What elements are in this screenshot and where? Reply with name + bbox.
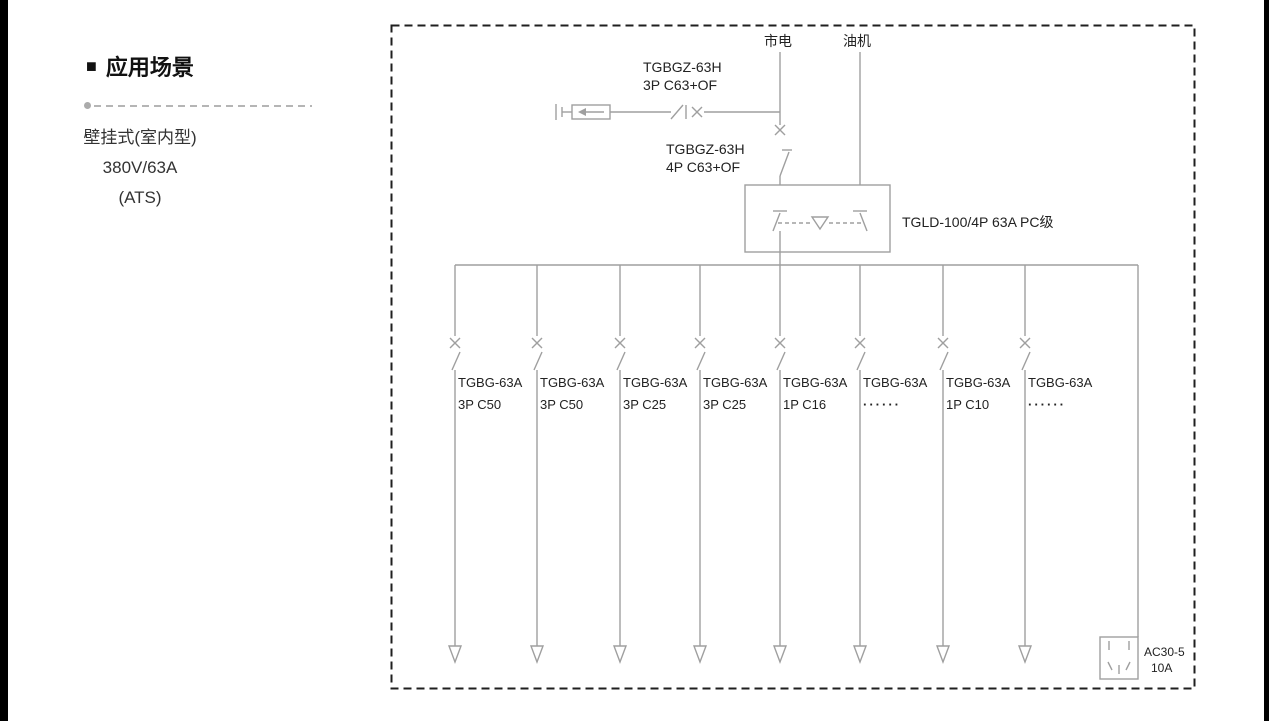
branch-breaker-icon	[694, 337, 706, 371]
feeder-branch-2: TGBG-63A 3P C50	[529, 265, 605, 664]
socket-model: AC30-5	[1144, 645, 1185, 659]
scenario-line-mount: 壁挂式(室内型)	[83, 128, 197, 147]
branch-breaker-icon	[1019, 337, 1031, 371]
spd-breaker-label: TGBGZ-63H 3P C63+OF	[643, 59, 722, 93]
socket-branch: AC30-5 10A	[1099, 265, 1185, 680]
section-bullet-icon: ■	[86, 56, 97, 76]
branch-model: TGBG-63A	[703, 375, 768, 390]
feeder-branch-3: TGBG-63A 3P C25	[612, 265, 688, 664]
dashed-divider	[84, 102, 312, 109]
main-breaker-lever-icon	[779, 149, 792, 177]
branch-model: TGBG-63A	[783, 375, 848, 390]
earth-terminal-icon	[555, 104, 563, 120]
branch-spec: 3P C50	[458, 397, 501, 412]
spd-branch	[555, 104, 780, 120]
ats-transfer-switch	[744, 184, 891, 265]
branch-breaker-icon	[531, 337, 543, 371]
load-arrow-icon	[447, 645, 463, 664]
load-arrow-icon	[852, 645, 868, 664]
divider-dot-icon	[84, 102, 91, 109]
branch-spec: 3P C25	[703, 397, 746, 412]
right-edge-bar	[1264, 0, 1269, 721]
main-breaker-model: TGBGZ-63H	[666, 141, 745, 157]
branch-spec: 3P C25	[623, 397, 666, 412]
application-scenario-panel: ■ 应用场景 壁挂式(室内型) 380V/63A (ATS)	[64, 50, 324, 213]
section-title-text: 应用场景	[105, 55, 194, 80]
branch-model: TGBG-63A	[458, 375, 523, 390]
socket-rating: 10A	[1151, 661, 1172, 675]
spd-breaker-model: TGBGZ-63H	[643, 59, 722, 75]
branch-model: TGBG-63A	[946, 375, 1011, 390]
branch-spec: 3P C50	[540, 397, 583, 412]
branch-model: TGBG-63A	[540, 375, 605, 390]
feeder-branch-6: TGBG-63A ······	[852, 265, 928, 664]
load-arrow-icon	[612, 645, 628, 664]
scenario-line-ats: (ATS)	[118, 188, 162, 207]
generator-source-label: 油机	[843, 33, 871, 49]
ats-actuator-triangle-icon	[810, 216, 830, 231]
section-title: ■ 应用场景	[64, 50, 324, 82]
branch-spec: 1P C10	[946, 397, 989, 412]
ats-generator-contact-icon	[853, 210, 868, 232]
spd-device-icon	[571, 104, 611, 120]
feeder-branch-1: TGBG-63A 3P C50	[447, 265, 523, 664]
divider-dashes	[94, 104, 312, 107]
branch-model: TGBG-63A	[623, 375, 688, 390]
load-arrow-icon	[935, 645, 951, 664]
load-arrow-icon	[772, 645, 788, 664]
ats-mains-contact-icon	[772, 210, 787, 232]
feeder-branch-5: TGBG-63A 1P C16	[772, 265, 848, 664]
load-arrow-icon	[1017, 645, 1033, 664]
main-breaker-x-icon	[774, 124, 786, 136]
feeder-branch-4: TGBG-63A 3P C25	[692, 265, 768, 664]
scenario-line-rating: 380V/63A	[102, 158, 178, 177]
branch-breaker-icon	[449, 337, 461, 371]
load-arrow-icon	[692, 645, 708, 664]
ats-label: TGLD-100/4P 63A PC级	[902, 214, 1053, 230]
main-breaker-label: TGBGZ-63H 4P C63+OF	[666, 141, 745, 175]
mains-source-label: 市电	[764, 33, 792, 49]
left-edge-bar	[0, 0, 8, 721]
feeder-branch-7: TGBG-63A 1P C10	[935, 265, 1011, 664]
feeder-branch-8: TGBG-63A ······	[1017, 265, 1093, 664]
load-arrow-icon	[529, 645, 545, 664]
branch-breaker-icon	[854, 337, 866, 371]
branch-breaker-icon	[774, 337, 786, 371]
branch-spec: ······	[1028, 397, 1066, 412]
branch-breaker-icon	[614, 337, 626, 371]
branch-spec: ······	[863, 397, 901, 412]
main-breaker-spec: 4P C63+OF	[666, 159, 740, 175]
spd-breaker-spec: 3P C63+OF	[643, 77, 717, 93]
spd-breaker-icon	[670, 104, 703, 120]
branch-model: TGBG-63A	[863, 375, 928, 390]
branch-model: TGBG-63A	[1028, 375, 1093, 390]
branch-spec: 1P C16	[783, 397, 826, 412]
branch-breaker-icon	[937, 337, 949, 371]
scenario-description: 壁挂式(室内型) 380V/63A (ATS)	[64, 123, 216, 213]
single-line-diagram: 市电 油机	[390, 24, 1196, 690]
diagram-dashed-border	[390, 24, 1196, 690]
socket-icon	[1099, 636, 1139, 680]
